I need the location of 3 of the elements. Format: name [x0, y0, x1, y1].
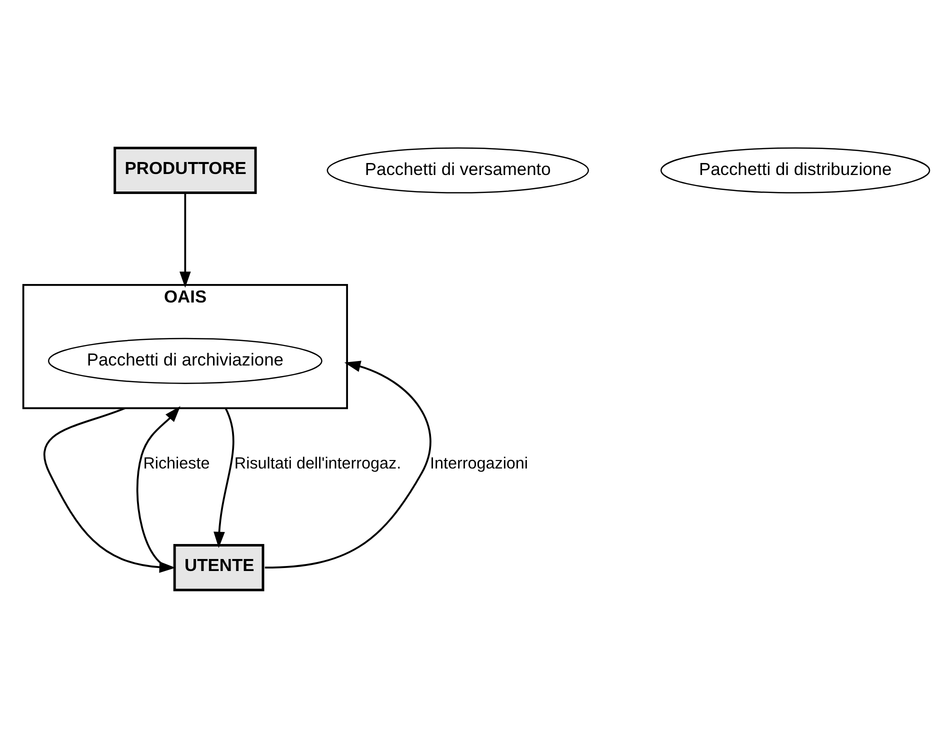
- edge-label: Interrogazioni: [430, 454, 528, 472]
- edge-label: Richieste: [143, 454, 210, 472]
- edge-label: Risultati dell'interrogaz.: [234, 454, 402, 472]
